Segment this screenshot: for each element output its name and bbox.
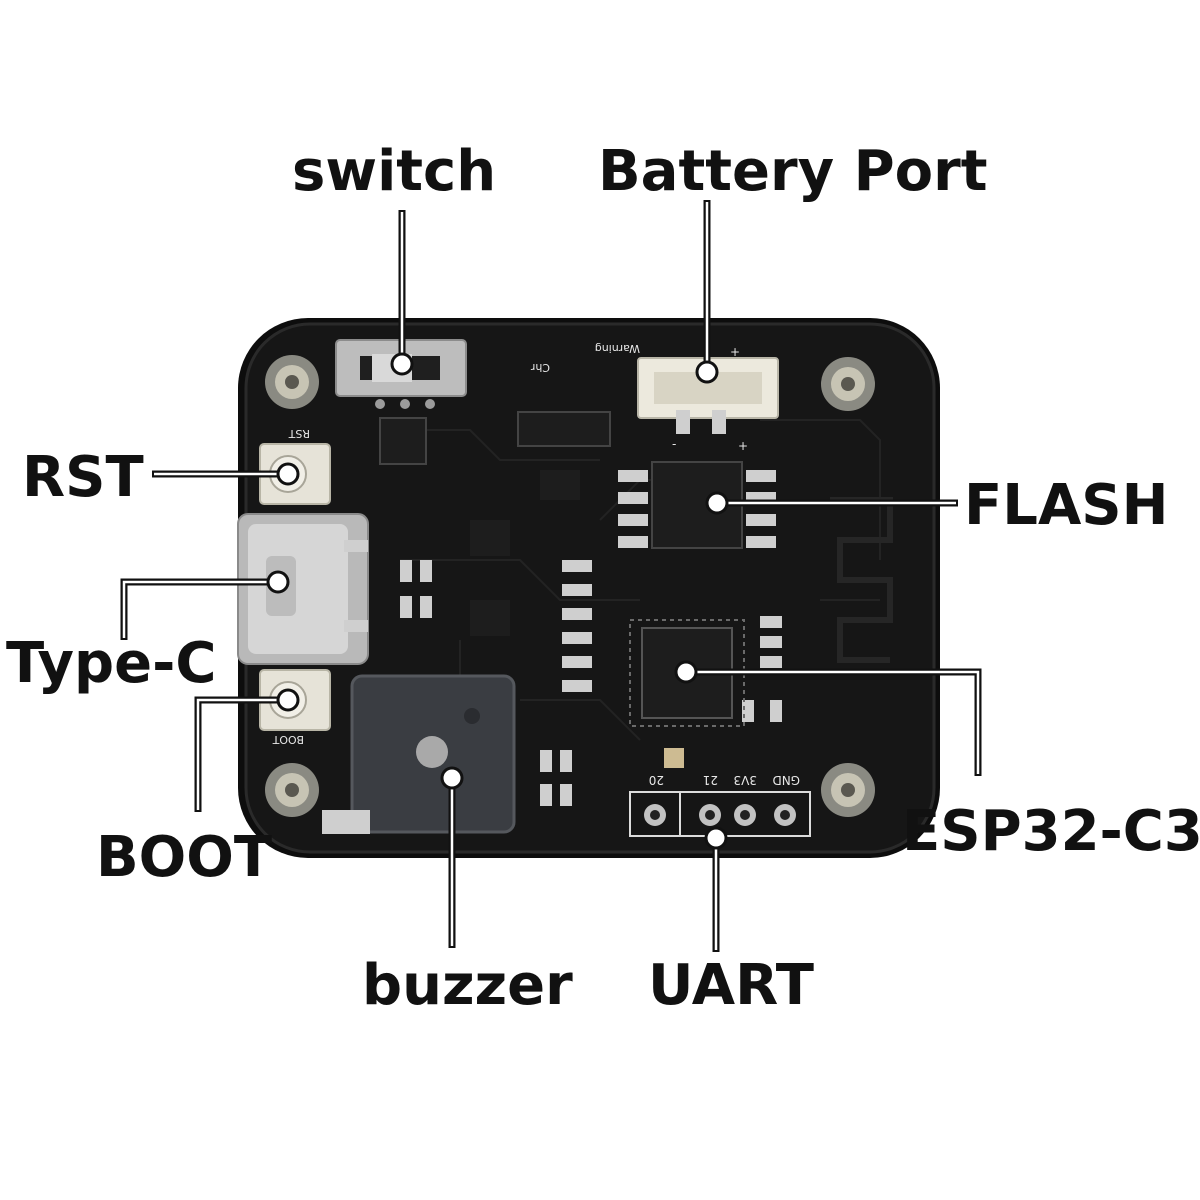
leader-lines bbox=[120, 200, 982, 952]
label-uart: UART bbox=[648, 953, 814, 1018]
leader-boot bbox=[194, 688, 300, 812]
mounting-hole-bottom-right bbox=[821, 763, 875, 817]
battery-connector-component: + - + bbox=[637, 345, 779, 453]
silk-pin-gnd: GND bbox=[772, 773, 800, 787]
label-rst: RST bbox=[22, 445, 144, 510]
label-esp32: ESP32-C3 bbox=[902, 799, 1200, 864]
leader-esp32 bbox=[674, 660, 982, 776]
antenna-trace bbox=[830, 497, 893, 663]
mounting-hole-top-left bbox=[265, 355, 319, 409]
callout-labels: switch Battery Port RST Type-C BOOT FLAS… bbox=[6, 139, 1200, 1018]
silk-charge: Chr bbox=[530, 361, 550, 374]
label-boot: BOOT bbox=[96, 825, 272, 890]
silk-battery-plus-bottom: + bbox=[738, 439, 748, 453]
silk-boot: BOOT bbox=[272, 733, 304, 746]
buzzer-component bbox=[322, 674, 516, 834]
silk-pin-3v3: 3V3 bbox=[734, 773, 757, 787]
label-flash: FLASH bbox=[964, 473, 1168, 538]
leader-uart bbox=[704, 826, 728, 952]
leader-rst bbox=[152, 462, 300, 486]
leader-battery-port bbox=[695, 200, 719, 384]
uart-header-component: 20 21 3V3 GND bbox=[629, 773, 811, 837]
silk-pin-20: 20 bbox=[649, 773, 664, 787]
leader-buzzer bbox=[440, 766, 464, 948]
mounting-hole-top-right bbox=[821, 357, 875, 411]
leader-flash bbox=[705, 491, 958, 515]
leader-switch bbox=[390, 210, 414, 376]
mounting-hole-bottom-left bbox=[265, 763, 319, 817]
label-buzzer: buzzer bbox=[362, 953, 573, 1018]
mounting-holes bbox=[265, 355, 875, 817]
uart-pin-holes bbox=[644, 804, 796, 826]
silk-rst: RST bbox=[288, 427, 310, 440]
silk-pin-21: 21 bbox=[703, 773, 718, 787]
silk-warning: Warning bbox=[595, 342, 640, 355]
label-type-c: Type-C bbox=[6, 631, 216, 696]
silk-battery-plus-top: + bbox=[730, 345, 740, 359]
leader-type-c bbox=[120, 570, 290, 640]
label-switch: switch bbox=[292, 139, 496, 204]
type-c-port-component bbox=[237, 513, 369, 665]
silk-battery-minus: - bbox=[672, 437, 676, 451]
label-battery-port: Battery Port bbox=[598, 139, 988, 204]
